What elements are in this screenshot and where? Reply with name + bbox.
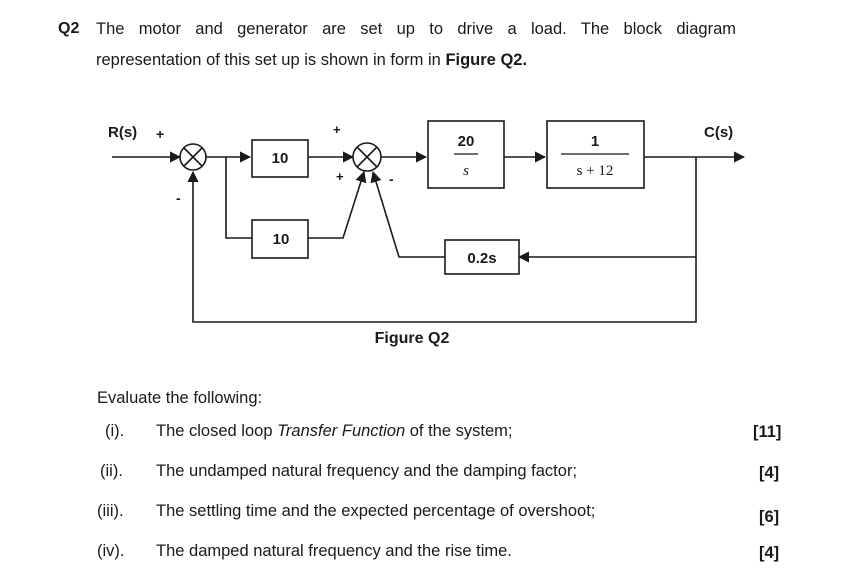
plant-numerator: 1	[591, 133, 599, 150]
figure-reference: Figure Q2.	[445, 51, 528, 69]
task-item: (ii). The undamped natural frequency and…	[100, 462, 790, 484]
unity-feedback-path	[187, 170, 697, 323]
task-item: (iii). The settling time and the expecte…	[97, 502, 790, 526]
sum2-sign-top: +	[333, 122, 341, 137]
task-marks: [4]	[759, 544, 780, 562]
sum2-sign-right: -	[389, 171, 394, 187]
question-text-line1: The motor and generator are set up to dr…	[96, 20, 736, 38]
rate-to-sum2	[370, 170, 445, 258]
output-label: C(s)	[704, 124, 733, 141]
plant-denominator: s + 12	[577, 163, 614, 179]
task-text-pre: The closed loop	[156, 422, 278, 440]
figure-caption: Figure Q2	[375, 330, 450, 347]
task-text: The undamped natural frequency and the d…	[156, 462, 578, 480]
summing-junction-1	[179, 143, 207, 171]
sum1-sign-top: +	[156, 126, 164, 142]
integrator-denominator: s	[463, 163, 469, 179]
input-label: R(s)	[108, 124, 137, 141]
gain2-to-sum2	[308, 170, 367, 239]
task-number: (i).	[105, 422, 125, 440]
task-number: (iii).	[97, 502, 124, 520]
question-text-line2: representation of this set up is shown i…	[96, 51, 527, 70]
gain2-block	[251, 219, 309, 259]
inner-branch-to-gain2	[225, 157, 252, 239]
question-number: Q2	[58, 20, 80, 37]
gain2-value: 10	[273, 231, 290, 248]
gain1-value: 10	[272, 150, 289, 167]
task-marks: [6]	[759, 508, 780, 526]
task-text: The closed loop Transfer Function of the…	[156, 422, 512, 441]
gain1-block	[251, 139, 309, 178]
task-text-italic: Transfer Function	[277, 422, 406, 440]
task-item: (i). The closed loop Transfer Function o…	[105, 422, 790, 444]
evaluate-intro: Evaluate the following:	[97, 389, 263, 407]
task-marks: [11]	[753, 423, 782, 441]
rate-feedback-value: 0.2s	[467, 250, 496, 267]
question-text-line2-prefix: representation of this set up is shown i…	[96, 51, 441, 69]
task-marks: [4]	[759, 464, 780, 482]
task-text-post: of the system;	[405, 422, 513, 440]
task-item: (iv). The damped natural frequency and t…	[97, 542, 790, 564]
block-diagram: R(s) C(s) + - + + - 10 10 20 s 1 s + 12 …	[108, 120, 746, 347]
sum2-sign-left: +	[336, 169, 344, 184]
summing-junction-2	[352, 142, 382, 172]
sum1-sign-bottom: -	[176, 190, 181, 206]
task-number: (ii).	[100, 462, 123, 480]
rate-feedback-block	[444, 239, 520, 275]
task-number: (iv).	[97, 542, 125, 560]
integrator-numerator: 20	[458, 133, 475, 150]
task-text: The damped natural frequency and the ris…	[156, 542, 512, 560]
task-text: The settling time and the expected perce…	[156, 502, 596, 520]
